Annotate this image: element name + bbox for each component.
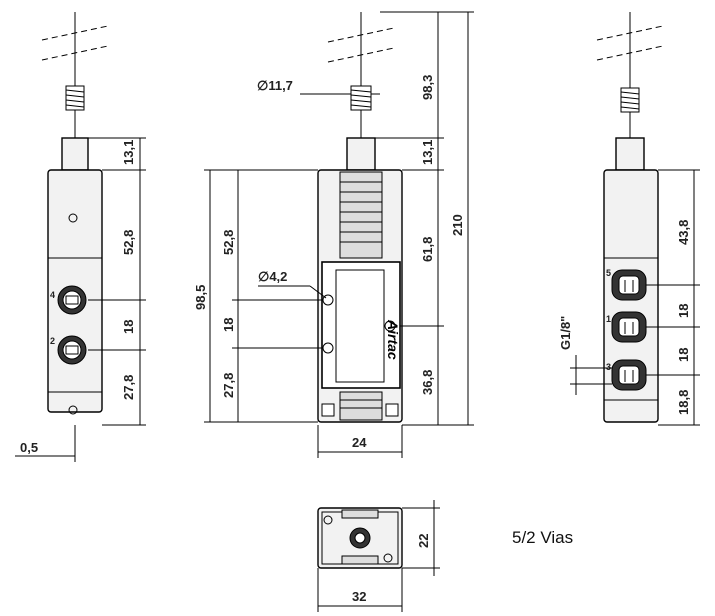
ribbed-section-bottom	[339, 391, 383, 421]
port-1-right	[611, 311, 647, 343]
dim-32: 32	[352, 589, 366, 604]
dim-13-1-mid: 13,1	[420, 140, 435, 165]
dim-g1-8: G1/8"	[558, 316, 573, 350]
dim-24: 24	[352, 435, 367, 450]
right-side-view: 5 1 3 43,8 18 18 18,8 G1/8"	[558, 12, 700, 426]
dim-61-8: 61,8	[420, 237, 435, 262]
dim-98-5: 98,5	[193, 285, 208, 310]
dim-18-left: 18	[121, 320, 136, 334]
dim-52-8-left: 52,8	[121, 230, 136, 255]
front-view: Airtac ∅11,7 ∅4,2 98,5 52,8 18 27,8	[193, 11, 474, 458]
port-2-left	[57, 335, 87, 365]
dim-52-8-mid: 52,8	[221, 230, 236, 255]
left-side-view: 4 2 13,1 52,8 18 27,8 0,5	[15, 12, 146, 462]
dim-18-right-a: 18	[676, 304, 691, 318]
port-label-1: 1	[606, 314, 611, 324]
dim-98-3: 98,3	[420, 75, 435, 100]
port-3-right	[611, 359, 647, 391]
port-label-2: 2	[50, 336, 55, 346]
dim-210: 210	[450, 214, 465, 236]
dim-43-8: 43,8	[676, 220, 691, 245]
port-label-5: 5	[606, 268, 611, 278]
dim-diam-4-2: ∅4,2	[258, 269, 287, 284]
valve-type-caption: 5/2 Vias	[512, 528, 574, 547]
spring-left	[65, 85, 85, 111]
brand-logo: Airtac	[385, 319, 401, 360]
dim-27-8-mid: 27,8	[221, 373, 236, 398]
bottom-view: 22 32	[317, 500, 440, 612]
dim-22: 22	[416, 534, 431, 548]
port-5-right	[611, 269, 647, 301]
dim-18-mid: 18	[221, 318, 236, 332]
dim-27-8-left: 27,8	[121, 375, 136, 400]
dim-0-5: 0,5	[20, 440, 38, 455]
ribbed-section-top	[339, 171, 383, 259]
dim-36-8: 36,8	[420, 370, 435, 395]
port-4-left	[57, 285, 87, 315]
port-label-4: 4	[50, 290, 55, 300]
dim-13-1-left: 13,1	[121, 140, 136, 165]
spring-middle	[350, 85, 372, 111]
spring-right	[620, 87, 640, 113]
dim-18-right-b: 18	[676, 348, 691, 362]
port-label-3: 3	[606, 362, 611, 372]
dim-18-8: 18,8	[676, 390, 691, 415]
dim-diam-11-7: ∅11,7	[257, 78, 293, 93]
